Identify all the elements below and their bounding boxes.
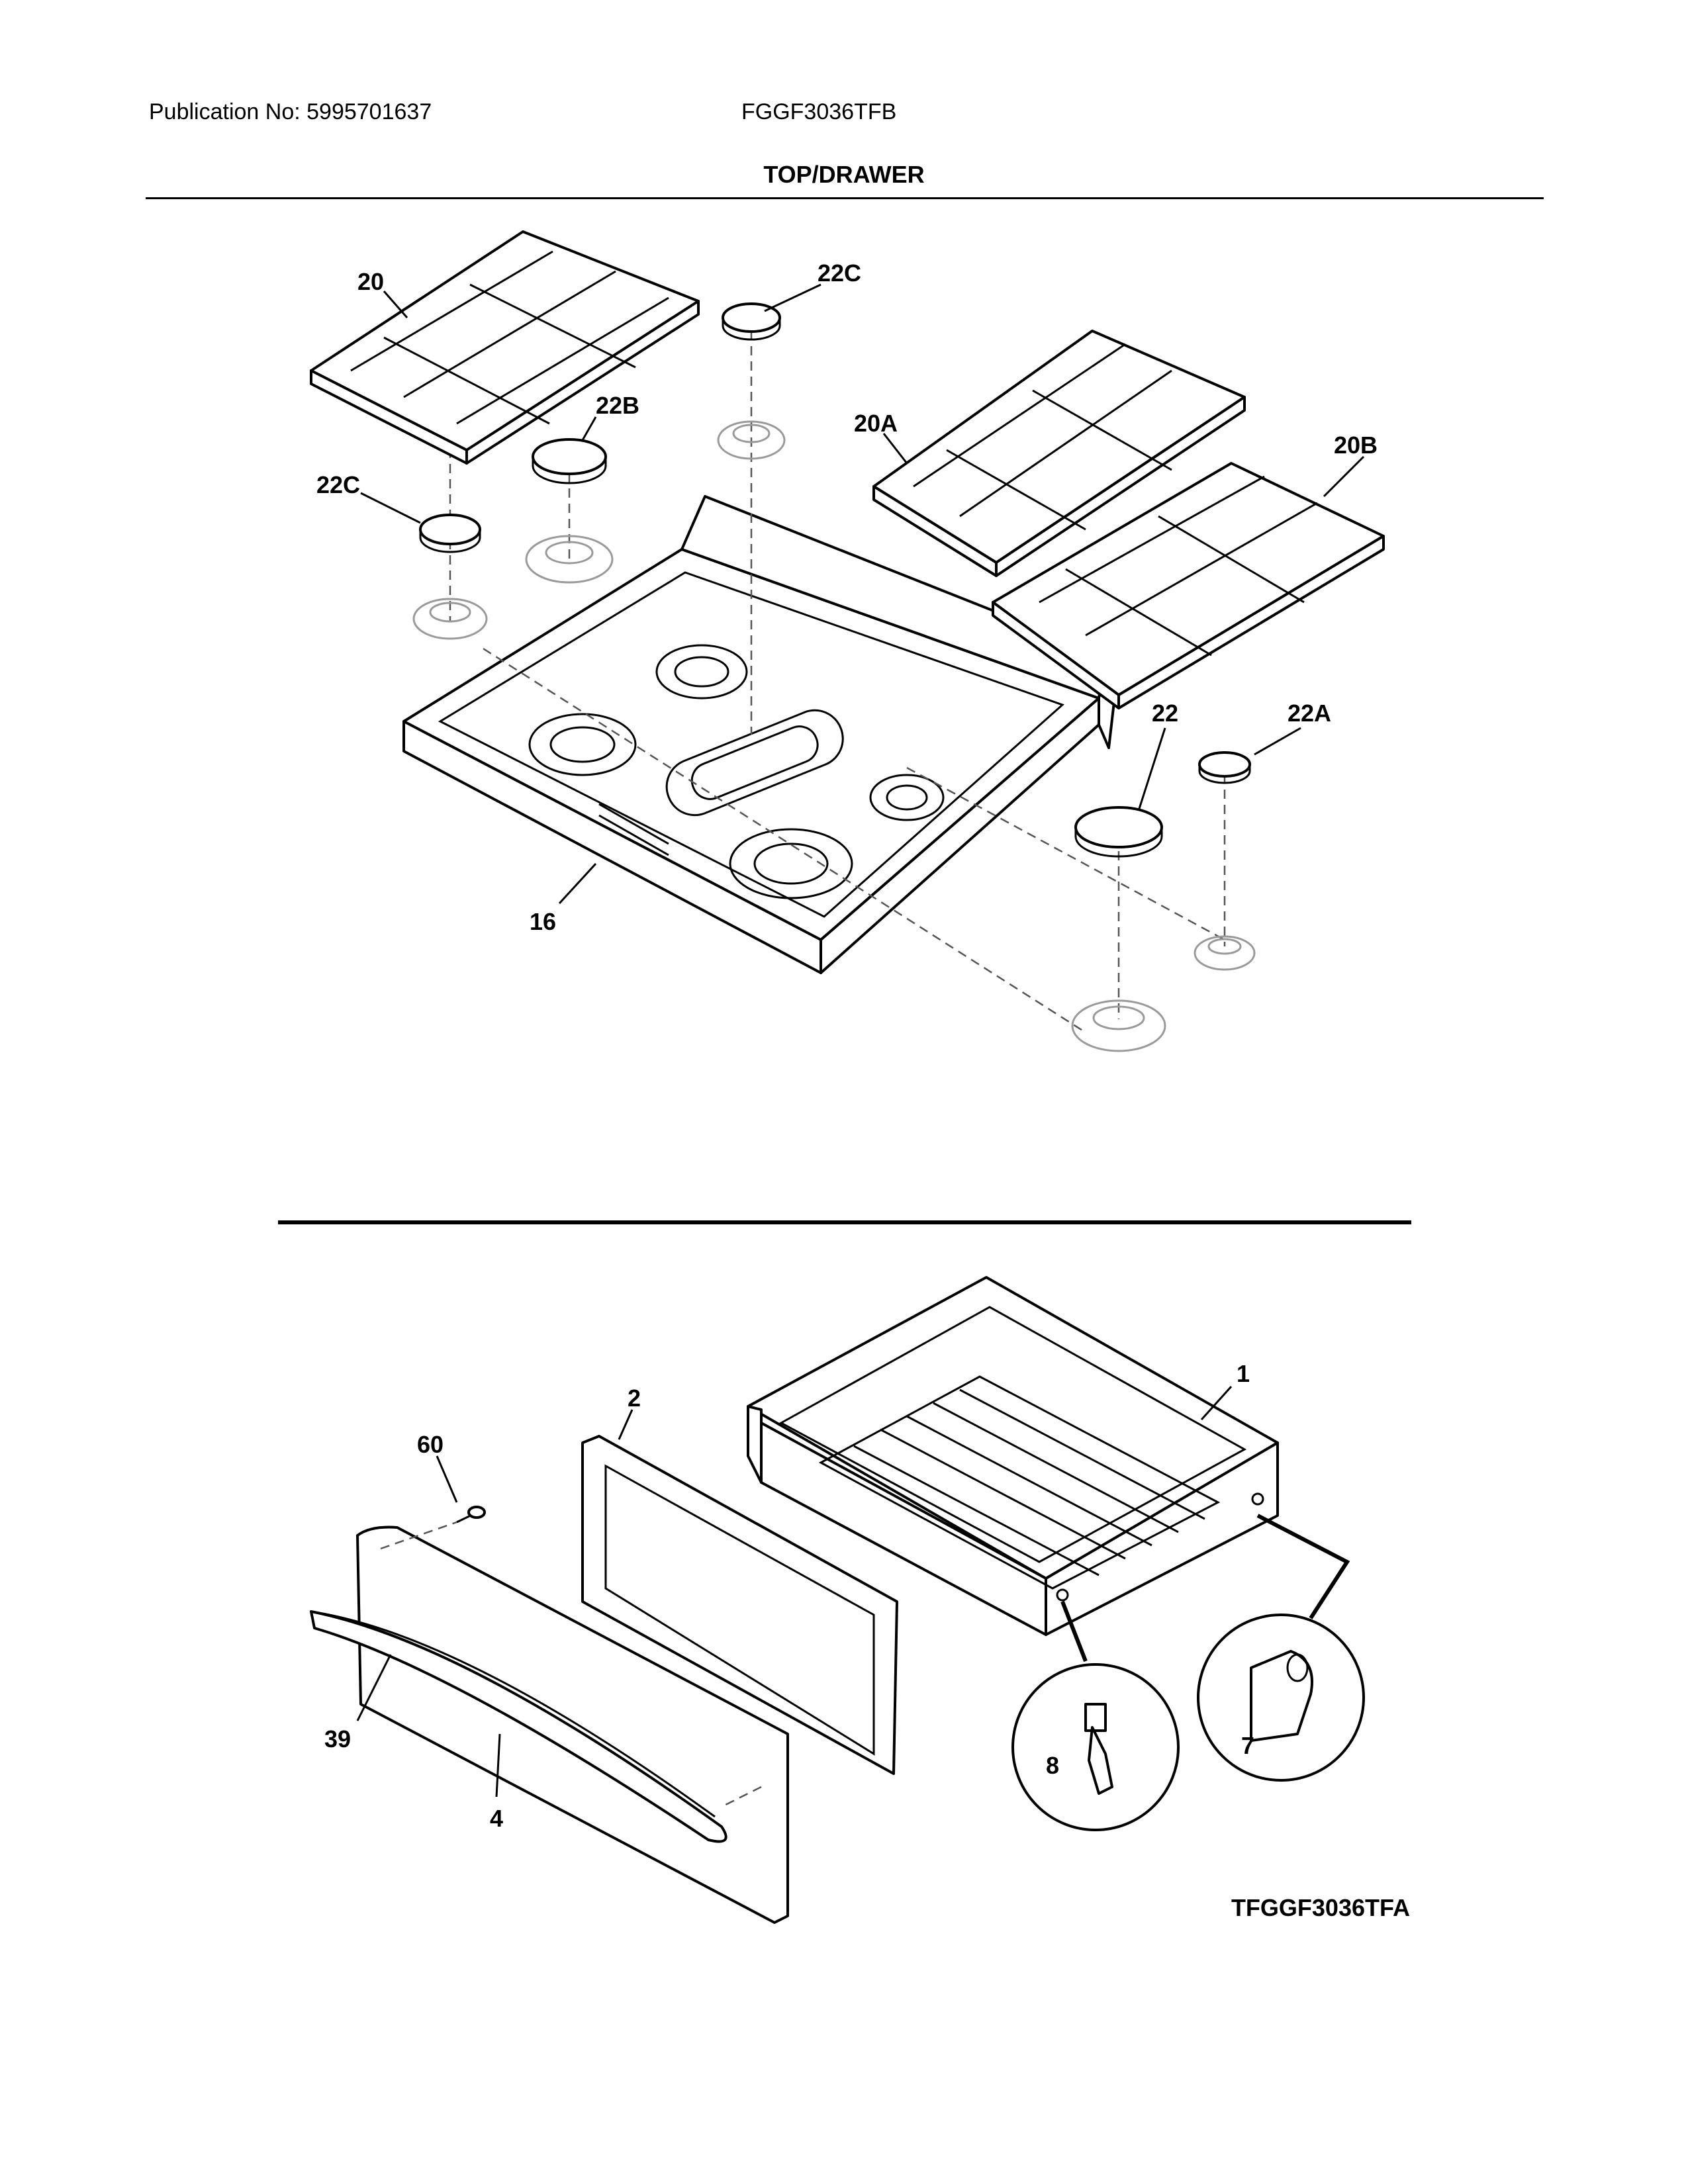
figure-id: TFGGF3036TFA <box>1231 1894 1410 1921</box>
grate-right-rear-illustration <box>872 330 1246 577</box>
callout-1: 1 <box>1237 1360 1250 1387</box>
drawer-alignment-lines <box>380 1521 762 1808</box>
detail-glide <box>1197 1514 1365 1782</box>
callout-20b: 20B <box>1334 432 1378 459</box>
callout-39: 39 <box>324 1725 351 1752</box>
callout-22b: 22B <box>596 392 639 419</box>
section-divider <box>278 1220 1411 1224</box>
callout-22a: 22A <box>1288 700 1331 727</box>
callout-7: 7 <box>1241 1732 1254 1759</box>
callout-16: 16 <box>530 908 556 935</box>
cooktop-illustration <box>402 495 1120 974</box>
callout-22c-left: 22C <box>316 471 360 498</box>
detail-roller-clip <box>1011 1600 1180 1831</box>
burner-heads <box>412 420 1256 1052</box>
callout-8: 8 <box>1046 1752 1059 1779</box>
drawer-front-illustration <box>310 1525 789 1924</box>
callout-22: 22 <box>1152 700 1178 727</box>
section-title: TOP/DRAWER <box>763 161 925 188</box>
callout-2: 2 <box>628 1385 641 1412</box>
callout-4: 4 <box>490 1805 503 1832</box>
drawer-box-illustration <box>747 1276 1279 1636</box>
leader-lines-drawer <box>356 1385 1233 1797</box>
callout-20a: 20A <box>854 410 898 437</box>
drawer-liner-illustration <box>581 1435 898 1775</box>
screw-illustration <box>456 1506 486 1524</box>
leader-lines-top <box>360 283 1365 905</box>
callout-22c-top: 22C <box>818 259 861 287</box>
callout-60: 60 <box>417 1431 444 1458</box>
publication-number: Publication No: 5995701637 <box>149 99 432 124</box>
header-rule <box>146 197 1544 199</box>
callout-20: 20 <box>357 268 384 295</box>
grate-left-illustration <box>310 230 700 465</box>
grate-right-front-illustration <box>992 462 1385 709</box>
model-number: FGGF3036TFB <box>741 99 897 124</box>
